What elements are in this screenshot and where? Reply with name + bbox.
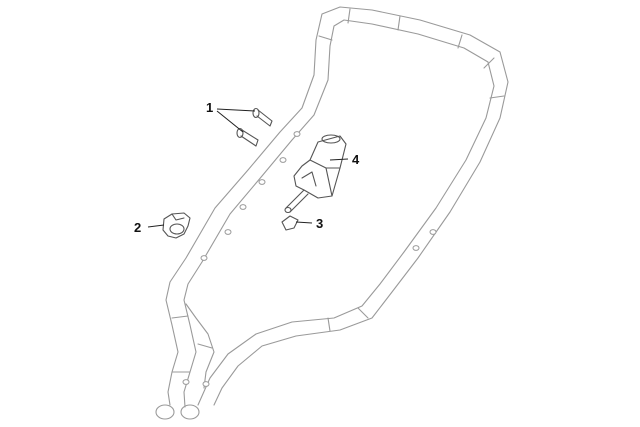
- leader-lines: [147, 108, 349, 228]
- mount-hole: [224, 229, 232, 235]
- mount-hole: [200, 255, 208, 261]
- bolt-upper: [252, 107, 273, 127]
- tube-end-left: [155, 404, 175, 420]
- mount-hole: [412, 245, 420, 251]
- leader-line-4: [329, 158, 349, 161]
- tube-end-right: [180, 404, 200, 420]
- leader-line-2: [147, 224, 165, 228]
- bend-seam: [357, 307, 369, 319]
- bend-seam: [489, 95, 505, 99]
- bend-seam: [327, 317, 331, 332]
- clip-body: [162, 212, 191, 239]
- handle-frame: [155, 6, 509, 420]
- mount-hole: [202, 381, 210, 387]
- bend-seam: [483, 57, 495, 69]
- bend-seam: [171, 315, 189, 319]
- handle-tube-outer-edge: [165, 6, 509, 406]
- mount-hole: [239, 204, 247, 210]
- clip-part: [162, 212, 191, 239]
- callout-1: 1: [206, 100, 213, 115]
- bend-seam: [197, 343, 213, 349]
- bend-seam: [318, 35, 333, 41]
- pin-shaft: [285, 189, 309, 213]
- mount-hole: [258, 179, 266, 185]
- bolt-parts: [236, 107, 273, 147]
- mount-hole: [182, 379, 190, 385]
- handle-tube-leg-edge: [185, 303, 215, 389]
- clip-bore: [169, 223, 185, 235]
- mount-hole: [293, 131, 301, 137]
- handle-tube-inner-edge: [183, 19, 495, 408]
- bend-seam: [457, 34, 463, 49]
- mount-hole: [279, 157, 287, 163]
- bolt-lower: [236, 127, 259, 147]
- holder-cap: [321, 134, 341, 144]
- leader-line-1: [216, 108, 256, 133]
- callout-3: 3: [316, 216, 323, 231]
- holder-part: [293, 134, 347, 199]
- callout-2: 2: [134, 220, 141, 235]
- pin-tip: [281, 215, 299, 231]
- holder-body: [293, 135, 347, 199]
- mount-hole: [429, 229, 437, 235]
- bend-seam: [397, 15, 401, 31]
- callout-4: 4: [352, 152, 360, 167]
- leader-line-3: [295, 221, 313, 224]
- bend-seam: [347, 8, 351, 24]
- pin-part: [281, 189, 309, 231]
